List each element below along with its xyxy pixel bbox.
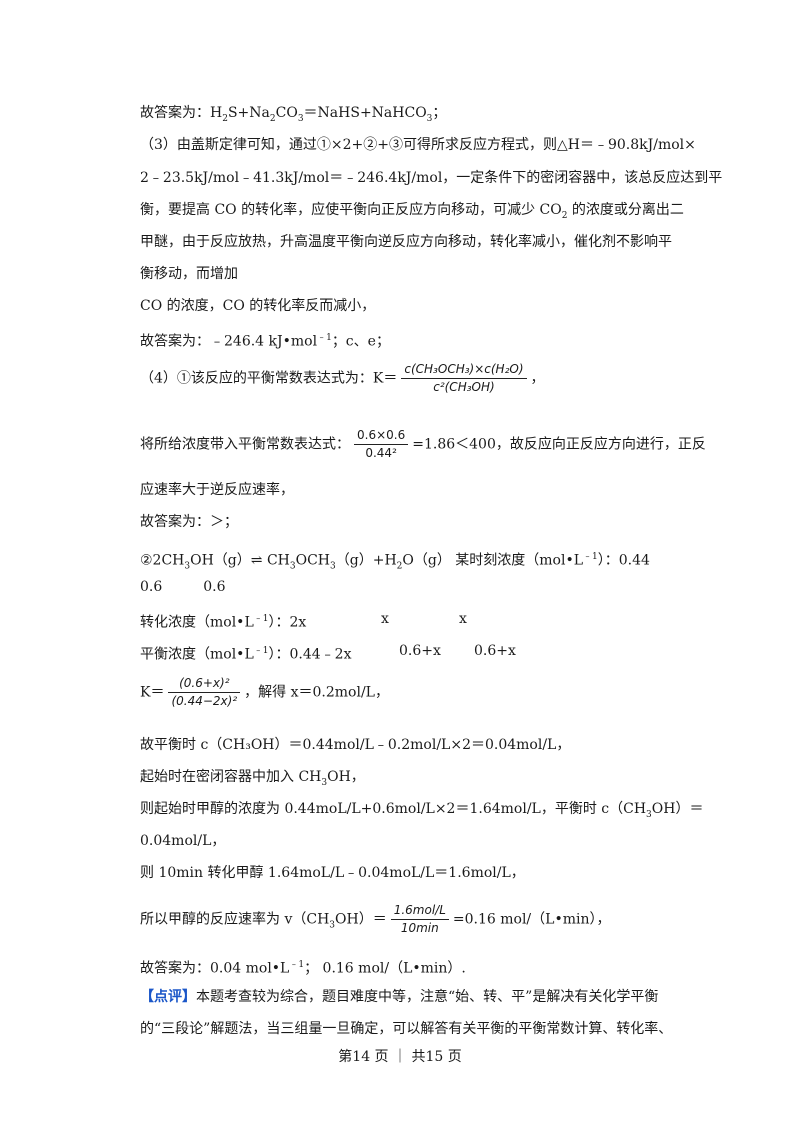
equilibrium-equation: ②2CH3OH（g）⇌ CH3OCH3（g）+H2O（g） 某时刻浓度（mol•… xyxy=(140,552,650,572)
part3-line-1: （3）由盖斯定律可知，通过①×2+②+③可得所求反应方程式，则△H＝﹣90.8k… xyxy=(140,137,696,153)
equilibrium-row-v2: 0.6+x xyxy=(474,643,516,659)
answer-line-2: 故答案为：H2S+Na2CO3＝NaHS+NaHCO3； xyxy=(140,105,447,124)
k-solve-line: K＝(0.6+x)²(0.44−2x)²，解得 x＝0.2mol/L， xyxy=(140,676,389,709)
change-row: 转化浓度（mol•L﹣1）：2x xyxy=(140,614,307,631)
equilibrium-row: 平衡浓度（mol•L﹣1）：0.44﹣2x xyxy=(140,646,352,663)
comment-tag: 【点评】 xyxy=(140,989,196,1005)
change-row-x1: x xyxy=(381,611,389,627)
k-fraction: c(CH₃OCH₃)×c(H₂O)c²(CH₃OH) xyxy=(401,362,527,395)
answer-line-5: 故答案为：0.04 mol•L﹣1； 0.16 mol/（L•min）. xyxy=(140,960,466,977)
part4-k-expression: （4）①该反应的平衡常数表达式为：K＝c(CH₃OCH₃)×c(H₂O)c²(C… xyxy=(140,362,545,395)
equilibrium-row-v1: 0.6+x xyxy=(399,643,441,659)
change-row-x2: x xyxy=(459,611,467,627)
part3-line-6: CO 的浓度，CO 的转化率反而减小， xyxy=(140,298,376,314)
converted-methanol: 则 10min 转化甲醇 1.64moL/L﹣0.04moL/L＝1.6mol/… xyxy=(140,865,525,881)
part3-line-3: 衡，要提高 CO 的转化率，应使平衡向正反应方向移动，可减少 CO2 的浓度或分… xyxy=(140,202,684,221)
initial-addition: 起始时在密闭容器中加入 CH3OH， xyxy=(140,769,365,788)
initial-concentration-line: 则起始时甲醇的浓度为 0.44moL/L+0.6mol/L×2＝1.64mol/… xyxy=(140,801,704,820)
equilibrium-methanol: 故平衡时 c（CH₃OH）＝0.44mol/L﹣0.2mol/L×2＝0.04m… xyxy=(140,737,571,753)
part3-line-4: 甲醚，由于反应放热，升高温度平衡向逆反应方向移动，转化率减小，催化剂不影响平 xyxy=(140,234,672,250)
part3-line-2: 2﹣23.5kJ/mol﹣41.3kJ/mol＝﹣246.4kJ/mol，一定条… xyxy=(140,170,723,186)
comment-line-2: 的“三段论”解题法，当三组量一旦确定，可以解答有关平衡的平衡常数计算、转化率、 xyxy=(140,1021,673,1037)
comment-line-1: 【点评】本题考查较为综合，题目难度中等，注意“始、转、平”是解决有关化学平衡 xyxy=(140,989,659,1005)
page-footer: 第14 页 ｜ 共15 页 xyxy=(338,1049,462,1065)
answer-line-4: 故答案为：＞； xyxy=(140,514,238,530)
initial-concentration-cont: 0.04mol/L， xyxy=(140,833,226,849)
answer-line-3: 故答案为：﹣246.4 kJ•mol﹣1；c、e； xyxy=(140,333,390,350)
part3-line-5: 衡移动，而增加 xyxy=(140,266,238,282)
k-solve-fraction: (0.6+x)²(0.44−2x)² xyxy=(168,676,241,709)
qc-conclusion: 应速率大于逆反应速率， xyxy=(140,482,294,498)
